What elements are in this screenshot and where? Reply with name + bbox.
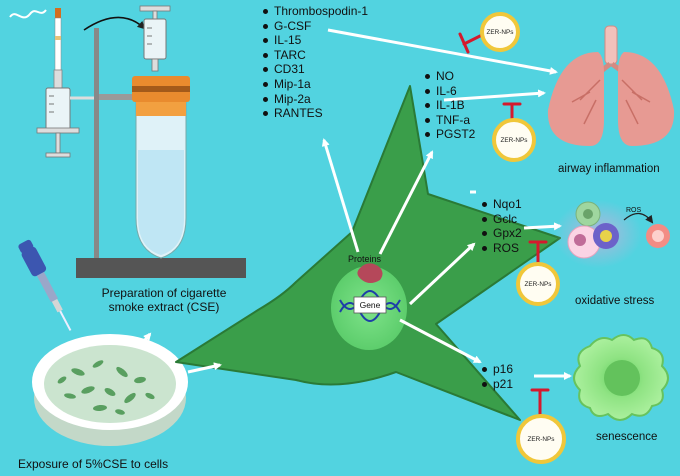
zer-np-4: ZER-NPs bbox=[516, 414, 566, 464]
list-item: IL-1B bbox=[424, 98, 475, 113]
list-item: G-CSF bbox=[262, 19, 368, 34]
proteins-label: Proteins bbox=[348, 254, 382, 264]
list-item: p16 bbox=[481, 362, 513, 377]
preparation-caption: Preparation of cigarette smoke extract (… bbox=[101, 286, 227, 314]
pathway-arrows bbox=[138, 28, 572, 380]
pipette-icon bbox=[18, 239, 72, 331]
dna-icon bbox=[339, 302, 401, 322]
zer-np-3: ZER-NPs bbox=[516, 262, 560, 306]
ros-small-label: ROS bbox=[626, 207, 642, 214]
zer-np-2: ZER-NPs bbox=[492, 118, 536, 162]
inhibitor-marks bbox=[458, 32, 550, 416]
oxidative-cells-icon bbox=[554, 200, 670, 268]
airway-caption: airway inflammation bbox=[558, 163, 660, 175]
lab-stand-icon bbox=[76, 28, 246, 278]
list-item: RANTES bbox=[262, 106, 368, 121]
cell-body bbox=[175, 85, 561, 421]
zer-np-1: ZER-NPs bbox=[480, 12, 520, 52]
senescence-caption: senescence bbox=[596, 431, 658, 443]
syringe-top-icon bbox=[139, 5, 171, 72]
syringe-left-icon bbox=[36, 69, 138, 158]
tube-icon bbox=[132, 76, 190, 259]
list-item: IL-6 bbox=[424, 84, 475, 99]
list-item: TARC bbox=[262, 48, 368, 63]
protein-blob bbox=[357, 263, 383, 283]
list-item: Gclc bbox=[481, 212, 522, 227]
list-item: IL-15 bbox=[262, 33, 368, 48]
list-item: TNF-a bbox=[424, 113, 475, 128]
oxidative-caption: oxidative stress bbox=[575, 295, 655, 307]
list-item: Gpx2 bbox=[481, 226, 522, 241]
list-item: NO bbox=[424, 69, 475, 84]
gene-label: Gene bbox=[359, 300, 381, 310]
list-item: Thrombospodin-1 bbox=[262, 4, 368, 19]
list-item: Mip-1a bbox=[262, 77, 368, 92]
list-item: Mip-2a bbox=[262, 92, 368, 107]
exposure-caption: Exposure of 5%CSE to cells bbox=[18, 457, 169, 471]
list-item: CD31 bbox=[262, 62, 368, 77]
petri-dish-icon bbox=[32, 334, 188, 446]
cigarette-icon bbox=[9, 8, 62, 71]
list-item: PGST2 bbox=[424, 127, 475, 142]
transfer-arrow bbox=[83, 16, 146, 31]
list-item: Nqo1 bbox=[481, 197, 522, 212]
list-item: ROS bbox=[481, 241, 522, 256]
list-item: p21 bbox=[481, 377, 513, 392]
lungs-icon bbox=[547, 25, 675, 146]
gene-box bbox=[353, 296, 387, 314]
